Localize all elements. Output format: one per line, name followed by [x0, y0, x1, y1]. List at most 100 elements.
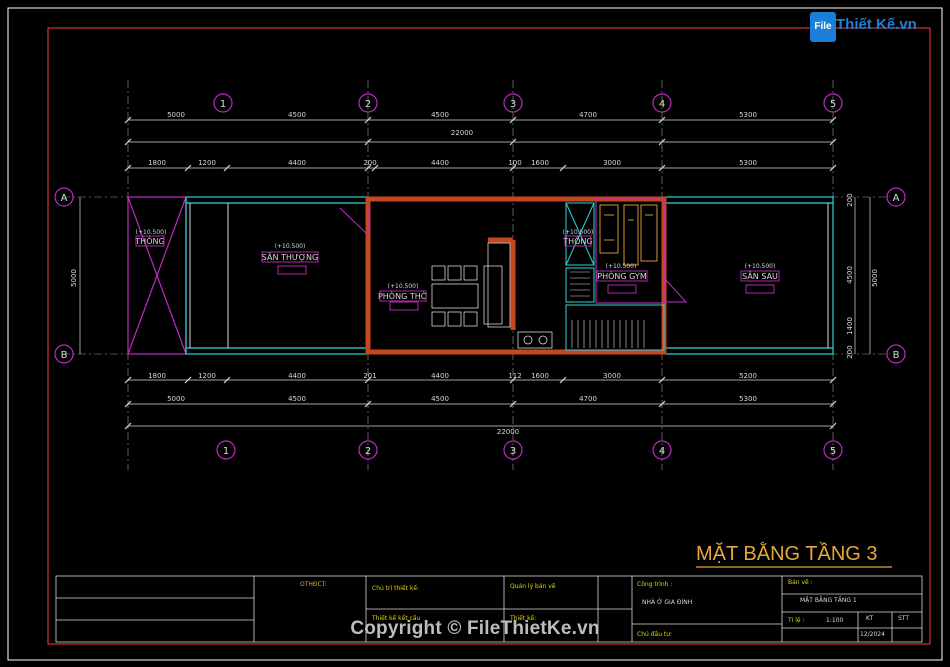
- dim-right-4: 200: [846, 345, 854, 358]
- axis-bubble-left-b: [54, 344, 74, 364]
- gym-room-outline: [595, 198, 665, 304]
- dim-bot2-4: 4700: [579, 395, 597, 403]
- gym-equipment: [599, 204, 658, 266]
- axis-bubble-bottom-4: [652, 440, 672, 460]
- dim-top2-6: 100: [508, 159, 521, 167]
- axis-bubble-top-2: [358, 93, 378, 113]
- dim-bot-4: 201: [363, 372, 376, 380]
- axis-label-right-a: A: [893, 193, 900, 204]
- terrace-posts: [189, 203, 829, 348]
- axis-bubble-top-3: [503, 93, 523, 113]
- dim-bot-8: 3000: [603, 372, 621, 380]
- void-left: [127, 196, 187, 355]
- room-name-san-thuong: SÂN THƯỢNG: [262, 251, 318, 262]
- title-block: [55, 575, 923, 643]
- axis-label-bottom-4: 4: [659, 446, 665, 457]
- axis-label-top-3: 3: [510, 99, 516, 110]
- room-tag-san-sau: [740, 270, 780, 282]
- dim-top2-4: 200: [363, 159, 376, 167]
- room-tag-thong-left: [135, 235, 165, 247]
- room-level-thong-left: (+10.500): [136, 229, 167, 236]
- tb-owner: Chủ trì thiết kế:: [372, 585, 419, 592]
- dim-bot-1: 1800: [148, 372, 166, 380]
- dim-top-2: 4500: [288, 111, 306, 119]
- axis-label-top-4: 4: [659, 99, 665, 110]
- dim-right-2: 4500: [846, 266, 854, 284]
- tb-project-label: Công trình :: [637, 581, 672, 588]
- axis-label-bottom-5: 5: [830, 446, 836, 457]
- axis-bubble-right-b: [886, 344, 906, 364]
- dim-right-5: 5000: [871, 269, 879, 287]
- dim-bot-9: 5200: [739, 372, 757, 380]
- tb-sheet-name: MẶT BẰNG TẦNG 1: [800, 596, 857, 604]
- dim-right-1: 200: [846, 193, 854, 206]
- dim-top2-3: 4400: [288, 159, 306, 167]
- room-level-phong-tho: (+10.500): [388, 283, 419, 290]
- axis-label-right-b: B: [893, 350, 900, 361]
- dim-top-1: 5000: [167, 111, 185, 119]
- dim-bot-2: 1200: [198, 372, 216, 380]
- axis-label-bottom-1: 1: [223, 446, 229, 457]
- level-marker-phong-tho: [389, 301, 419, 311]
- dim-bot-6: 112: [508, 372, 521, 380]
- dimension-lines: [79, 119, 871, 427]
- room-name-thong-left: THÔNG: [134, 235, 164, 246]
- door-swings: [339, 207, 688, 303]
- axis-label-left-a: A: [61, 193, 68, 204]
- level-marker-san-thuong: [277, 265, 307, 275]
- tb-stt: STT: [898, 615, 909, 622]
- axis-label-bottom-3: 3: [510, 446, 516, 457]
- dim-top2-9: 5300: [739, 159, 757, 167]
- copyright-watermark: Copyright © FileThietKe.vn: [350, 618, 600, 639]
- dim-top2-1: 1800: [148, 159, 166, 167]
- dim-bot-5: 4400: [431, 372, 449, 380]
- logo-text: Thiết Kế.vn: [836, 16, 917, 33]
- axis-label-top-2: 2: [365, 99, 371, 110]
- room-name-phong-tho: PHÒNG THỜ: [378, 290, 428, 301]
- axis-bubble-top-4: [652, 93, 672, 113]
- tb-kt: KT: [866, 615, 873, 622]
- dim-top2-7: 1600: [531, 159, 549, 167]
- tb-sheet-label: Bản vẽ :: [788, 579, 813, 586]
- dim-bot-3: 4400: [288, 372, 306, 380]
- room-level-san-sau: (+10.500): [745, 263, 776, 270]
- dim-top2-2: 1200: [198, 159, 216, 167]
- level-marker-gym: [607, 284, 637, 294]
- stair-well: [565, 202, 665, 351]
- dim-bot2-1: 5000: [167, 395, 185, 403]
- drawing-title: MẶT BẰNG TẦNG 3: [696, 541, 878, 565]
- room-tag-san-thuong: [261, 251, 319, 263]
- tb-address-label: Chủ đầu tư:: [637, 630, 672, 638]
- axis-bubble-left-a: [54, 187, 74, 207]
- dim-top-total: 22000: [451, 129, 473, 137]
- room-name-gym: PHÒNG GYM: [597, 270, 647, 281]
- room-level-thong-right: (+10.500): [563, 229, 594, 236]
- axis-label-top-5: 5: [830, 99, 836, 110]
- dim-bot2-5: 5300: [739, 395, 757, 403]
- dim-top2-5: 4400: [431, 159, 449, 167]
- axis-bubble-right-a: [886, 187, 906, 207]
- axis-label-bottom-2: 2: [365, 446, 371, 457]
- dim-bot2-3: 4500: [431, 395, 449, 403]
- dim-bot-7: 1600: [531, 372, 549, 380]
- axis-bubble-top-1: [213, 93, 233, 113]
- axis-bubble-bottom-1: [216, 440, 236, 460]
- dim-top-4: 4700: [579, 111, 597, 119]
- tb-manager: Quản lý bản vẽ: [510, 583, 556, 590]
- room-tag-gym: [596, 270, 648, 282]
- tb-designer: Thiết kế:: [509, 615, 536, 622]
- axis-bubble-bottom-5: [823, 440, 843, 460]
- dim-top-5: 5300: [739, 111, 757, 119]
- sheet-border-inner: [47, 27, 931, 645]
- axis-label-top-1: 1: [220, 99, 226, 110]
- tb-otheoct: OTHĐCT:: [300, 581, 327, 588]
- tb-struct: Thiết kế kết cấu: [371, 615, 421, 622]
- dim-top-3: 4500: [431, 111, 449, 119]
- kitchen-sink: [517, 331, 553, 349]
- tb-scale: 1:100: [826, 617, 843, 624]
- tb-scale-label: Tỉ lệ :: [787, 617, 805, 624]
- sheet-border-outer: [7, 7, 943, 661]
- dimension-ticks: [124, 116, 837, 430]
- tb-date: 12/2024: [860, 631, 885, 638]
- dim-bot2-2: 4500: [288, 395, 306, 403]
